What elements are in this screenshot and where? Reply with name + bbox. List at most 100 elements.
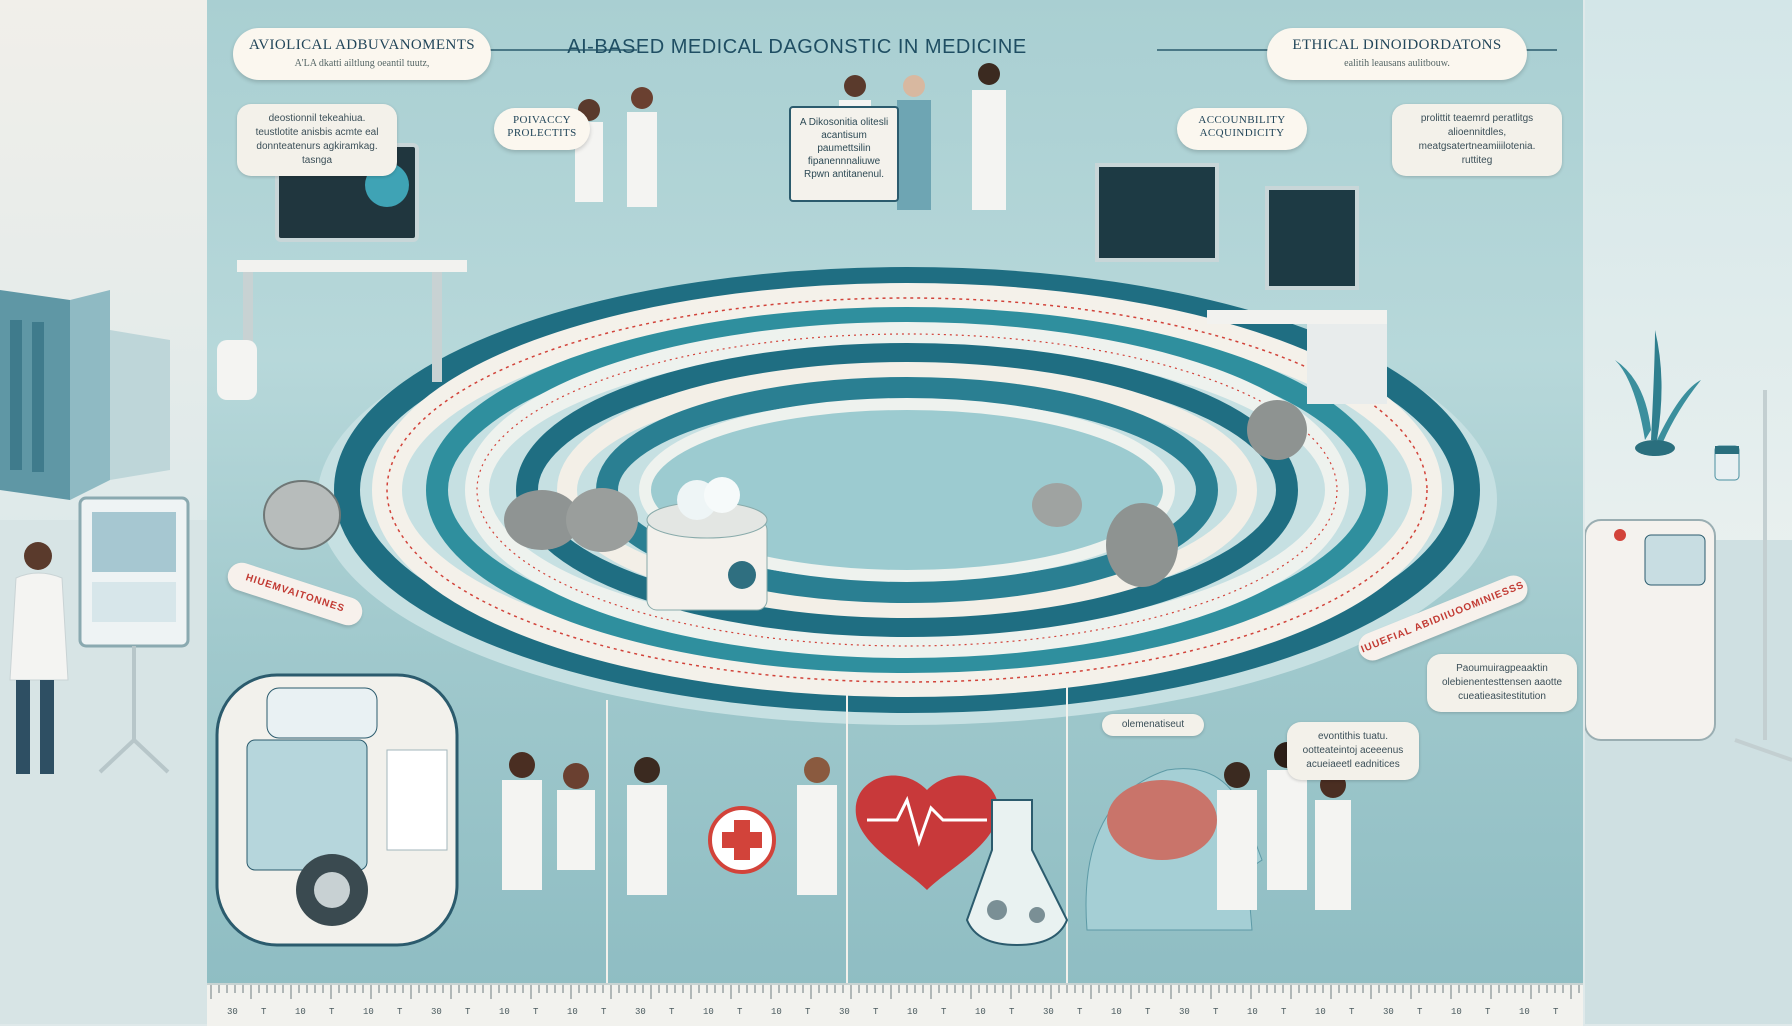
info-box: A Dikosonitia olitesli acantisum paumett… (789, 106, 899, 202)
staff-figure (627, 112, 657, 207)
track-ring-6 (557, 362, 1257, 618)
staff-head (978, 63, 1000, 85)
easel-leg (98, 738, 136, 774)
ruler-label: T (805, 1007, 811, 1017)
doctor-leg (40, 680, 54, 774)
doctor-head (563, 763, 589, 789)
ruler-label: T (1417, 1007, 1423, 1017)
brain-organ (504, 490, 580, 550)
ruler-label: T (1213, 1007, 1219, 1017)
desk-cabinet (1307, 324, 1387, 404)
brain-organ (566, 488, 638, 552)
ruler-label: 10 (1247, 1007, 1258, 1017)
doctor-head (24, 542, 52, 570)
doctor-head (1224, 762, 1250, 788)
right-side-scene (1585, 330, 1792, 1024)
building-block (110, 330, 170, 480)
speech-bubble-lower: evontithis tuatu. ootteateintoj aceeenus… (1287, 722, 1419, 780)
ruler-label: 30 (1179, 1007, 1190, 1017)
ethics-heading: ETHICAL DINOIDORDATONS (1292, 37, 1502, 53)
ruler-label: T (1009, 1007, 1015, 1017)
brain-organ (1032, 483, 1082, 527)
accountability-tag-text: ACCOUNBILITY ACQUINDICITY (1198, 114, 1286, 139)
monitor (1095, 163, 1219, 262)
privacy-tag-text: POIVACCY PROLECTITS (507, 114, 577, 139)
plant-leaf (1651, 330, 1662, 440)
ruler-label: 30 (839, 1007, 850, 1017)
jar-lid (1715, 446, 1739, 454)
left-side-panel (0, 0, 207, 1024)
ruler-label: 10 (499, 1007, 510, 1017)
ruler-label: T (601, 1007, 607, 1017)
doctor-head (634, 757, 660, 783)
heartbeat-line (867, 795, 987, 847)
ruler-label: 30 (431, 1007, 442, 1017)
desk-leg (243, 272, 253, 382)
advancements-heading: AVIOLICAL ADBUVANOMENTS (248, 37, 476, 53)
ruler-label: T (465, 1007, 471, 1017)
desk-top (237, 260, 467, 272)
staff-figure (972, 90, 1006, 210)
ruler-label: 10 (1111, 1007, 1122, 1017)
window-strip (10, 320, 22, 470)
vehicle-roof-panel (266, 687, 378, 739)
doctor-figure (557, 790, 595, 870)
track-ring-5 (516, 343, 1298, 637)
speech-bubble-topleft: deostionnil tekeahiua. teustlotite anisb… (237, 104, 397, 176)
brain-organ (263, 480, 341, 550)
easel-chart-lower (92, 582, 176, 622)
flask-particle (1029, 907, 1045, 923)
ruler-label: T (397, 1007, 403, 1017)
building-side (70, 290, 110, 500)
plant-icon (1615, 330, 1701, 456)
speech-bubble-topright: prolittit teaemrd peratlitgs alioennitdl… (1392, 104, 1562, 176)
device-mist (704, 477, 740, 513)
desk-leg (432, 272, 442, 382)
ruler-label: T (941, 1007, 947, 1017)
organ (1106, 503, 1178, 587)
ruler-label: 10 (771, 1007, 782, 1017)
chair (217, 340, 257, 400)
doctor-figure (1315, 800, 1351, 910)
doctor-figure (502, 780, 542, 890)
staff-head (844, 75, 866, 97)
ruler-label: 30 (635, 1007, 646, 1017)
ai-vehicle (215, 673, 459, 947)
flask-icon (965, 799, 1069, 947)
vehicle-hub (314, 872, 350, 908)
ruler-label: 10 (363, 1007, 374, 1017)
vehicle-door-sign (386, 749, 448, 851)
brain (1107, 780, 1217, 860)
ruler-label: T (261, 1007, 267, 1017)
ruler-ticks (210, 985, 1580, 999)
ruler-label: 10 (907, 1007, 918, 1017)
advancements-label: AVIOLICAL ADBUVANOMENTS A'LA dkatti ailt… (233, 28, 491, 80)
infographic-art (215, 49, 1557, 983)
flask-particle (987, 900, 1007, 920)
doctor-figure (1267, 770, 1307, 890)
organ (1247, 400, 1307, 460)
doctors-group (502, 742, 1351, 910)
medical-cross-icon (708, 806, 776, 874)
desk-top (1207, 310, 1387, 324)
ruler-label: 10 (975, 1007, 986, 1017)
doctor-figure (1217, 790, 1257, 910)
ruler-label: 30 (1043, 1007, 1054, 1017)
ruler-label: 30 (1383, 1007, 1394, 1017)
doctor-coat (9, 572, 69, 681)
ethics-label: ETHICAL DINOIDORDATONS ealitih leausans … (1267, 28, 1527, 80)
staff-head (903, 75, 925, 97)
ruler-label: T (1077, 1007, 1083, 1017)
track-red-line (476, 333, 1338, 647)
track-ring-1 (334, 267, 1480, 713)
workstation-right (1095, 163, 1387, 404)
infographic-main: AI-BASED MEDICAL DAGONSTIC IN MEDICINE A… (207, 0, 1583, 1024)
ruler-label: T (1145, 1007, 1151, 1017)
ethics-subtext: ealitih leausans aulitbouw. (1344, 58, 1450, 69)
accountability-tag: ACCOUNBILITY ACQUINDICITY (1177, 108, 1307, 150)
advancements-subtext: A'LA dkatti ailtlung oeantil tuutz, (294, 58, 430, 69)
page-title: AI-BASED MEDICAL DAGONSTIC IN MEDICINE (567, 36, 1027, 58)
ruler-label: 10 (1451, 1007, 1462, 1017)
